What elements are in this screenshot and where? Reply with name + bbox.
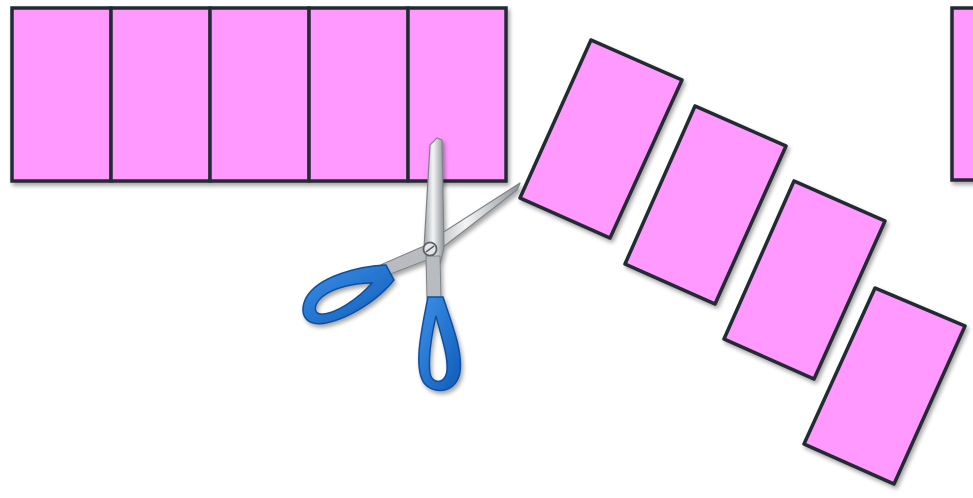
scissors-handle-bottom [419, 297, 461, 391]
scissors-handle-left [303, 265, 394, 324]
strip-piece [12, 8, 111, 181]
scissors-shank-bottom [426, 256, 441, 300]
edge-piece-partial [952, 8, 973, 180]
strip-piece [309, 8, 408, 181]
cut-pieces [520, 40, 965, 484]
strip-piece [210, 8, 309, 181]
edge-piece [952, 8, 973, 180]
strip-piece [408, 8, 506, 181]
strip-piece [111, 8, 210, 181]
